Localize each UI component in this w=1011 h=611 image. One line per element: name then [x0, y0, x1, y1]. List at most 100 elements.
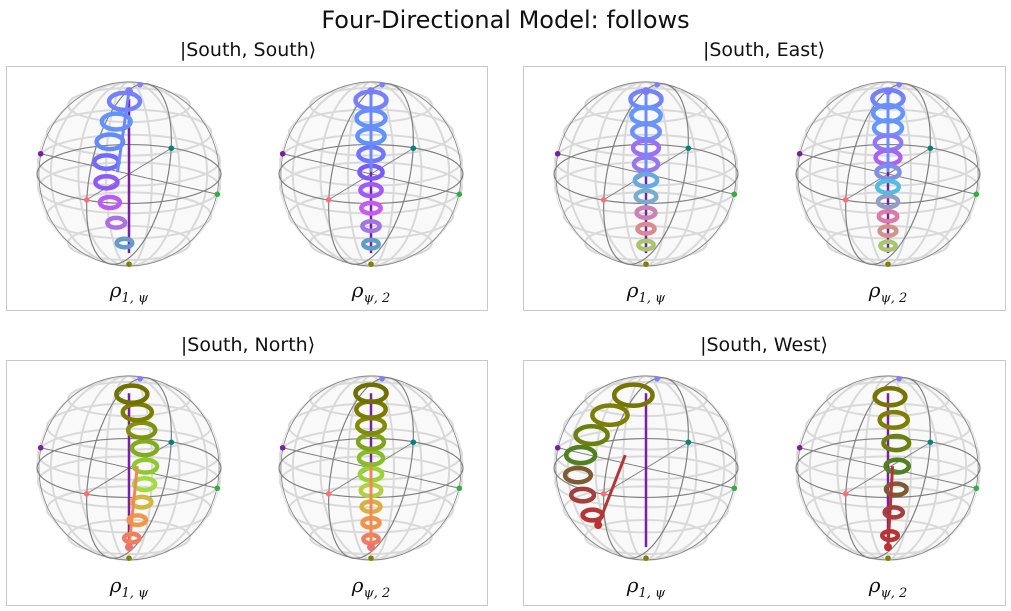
trajectory-start-point	[884, 87, 892, 96]
trajectory-loop	[633, 188, 659, 205]
trajectory-loop	[563, 444, 598, 466]
panel-title: |South, West⟩	[700, 334, 828, 356]
trajectory-loop	[562, 465, 594, 485]
sphere-label-subscript: ψ, 2	[880, 291, 908, 306]
trajectory-0-0	[92, 87, 143, 250]
trajectory-loop	[361, 237, 381, 251]
trajectory-loop	[875, 193, 901, 210]
axis-endpoint	[554, 444, 561, 451]
sphere-label-base: ρ	[351, 278, 364, 302]
axis-endpoint	[325, 196, 332, 203]
trajectory-2-1	[353, 382, 389, 552]
trajectory-stem	[596, 454, 627, 526]
trajectory-start-point	[367, 543, 375, 552]
trajectory-start-point	[367, 87, 375, 96]
axis-endpoint	[279, 150, 286, 157]
sphere-label-subscript: 1, ψ	[121, 291, 149, 306]
north-pole-point	[137, 375, 143, 382]
axis-endpoint	[731, 485, 738, 492]
trajectory-loop	[358, 182, 384, 199]
axis-endpoint	[554, 150, 561, 157]
north-pole-point	[896, 81, 902, 88]
sphere-label: ρψ, 2	[311, 573, 431, 606]
trajectory-loop	[353, 382, 389, 405]
north-pole-point	[654, 375, 660, 382]
sphere-label-subscript: ψ, 2	[363, 291, 391, 306]
panel-title: |South, North⟩	[180, 334, 316, 356]
north-pole-point	[137, 81, 143, 88]
axis-endpoint	[927, 145, 934, 152]
sphere-label-base: ρ	[351, 573, 364, 597]
trajectory-loop	[106, 90, 143, 113]
bloch-sphere-0-1	[278, 81, 464, 267]
axis-endpoint	[168, 439, 175, 446]
trajectory-loop	[877, 409, 911, 430]
trajectory-loop	[636, 238, 656, 252]
sphere-label-base: ρ	[626, 278, 639, 302]
panel-title: |South, East⟩	[702, 39, 826, 61]
trajectory-2-0	[114, 383, 160, 552]
axis-endpoint	[37, 150, 44, 157]
north-pole-point	[896, 375, 902, 382]
trajectory-start-point	[125, 87, 133, 96]
south-pole-point	[885, 261, 891, 267]
axis-endpoint	[37, 444, 44, 451]
trajectory-loop	[882, 505, 906, 520]
axis-endpoint	[83, 196, 90, 203]
sphere-label-subscript: ψ, 2	[880, 586, 908, 601]
trajectory-loop	[356, 449, 386, 467]
axis-endpoint	[731, 191, 738, 198]
sphere-label-base: ρ	[109, 278, 122, 302]
bloch-sphere-1-0	[553, 81, 739, 267]
axis-endpoint	[796, 150, 803, 157]
bloch-sphere-2-1	[278, 375, 464, 561]
south-pole-point	[126, 261, 132, 267]
axis-endpoint	[325, 490, 332, 497]
axis-endpoint	[168, 145, 175, 152]
trajectory-stem	[886, 466, 895, 548]
axis-endpoint	[796, 444, 803, 451]
sphere-label-base: ρ	[109, 573, 122, 597]
sphere-label-base: ρ	[868, 573, 881, 597]
trajectory-loop	[883, 481, 909, 498]
trajectory-loop	[878, 239, 898, 253]
sphere-label: ρψ, 2	[311, 278, 431, 311]
south-pole-point	[885, 555, 891, 561]
axis-endpoint	[279, 444, 286, 451]
trajectory-loop	[573, 424, 610, 447]
trajectory-loop	[97, 194, 123, 211]
trajectory-loop	[632, 171, 660, 189]
south-pole-point	[643, 555, 649, 561]
axis-endpoint	[410, 439, 417, 446]
trajectory-loop	[611, 382, 655, 409]
north-pole-point	[654, 81, 660, 88]
south-pole-point	[368, 261, 374, 267]
axis-endpoint	[842, 490, 849, 497]
trajectory-loop	[93, 173, 120, 191]
sphere-label-base: ρ	[868, 278, 881, 302]
axis-endpoint	[214, 191, 221, 198]
trajectory-loop	[129, 439, 160, 458]
trajectory-loop	[634, 205, 658, 221]
axis-endpoint	[456, 485, 463, 492]
trajectory-1-1	[870, 87, 906, 253]
sphere-label-base: ρ	[626, 573, 639, 597]
south-pole-point	[126, 555, 132, 561]
trajectory-3-0	[562, 382, 655, 530]
trajectory-loop	[881, 433, 912, 453]
north-pole-point	[379, 81, 385, 88]
sphere-label-subscript: ψ, 2	[363, 586, 391, 601]
south-pole-point	[368, 555, 374, 561]
trajectory-loop	[874, 178, 902, 196]
trajectory-loop	[876, 209, 900, 224]
bloch-sphere-2-0	[36, 375, 222, 561]
trajectory-loop	[114, 236, 135, 250]
trajectory-loop	[872, 386, 908, 408]
sphere-label: ρ1, ψ	[69, 573, 189, 606]
sphere-label-subscript: 1, ψ	[638, 586, 666, 601]
panel-svg	[553, 375, 981, 561]
trajectory-loop	[131, 457, 160, 475]
trajectory-loop	[105, 215, 128, 230]
axis-endpoint	[214, 485, 221, 492]
